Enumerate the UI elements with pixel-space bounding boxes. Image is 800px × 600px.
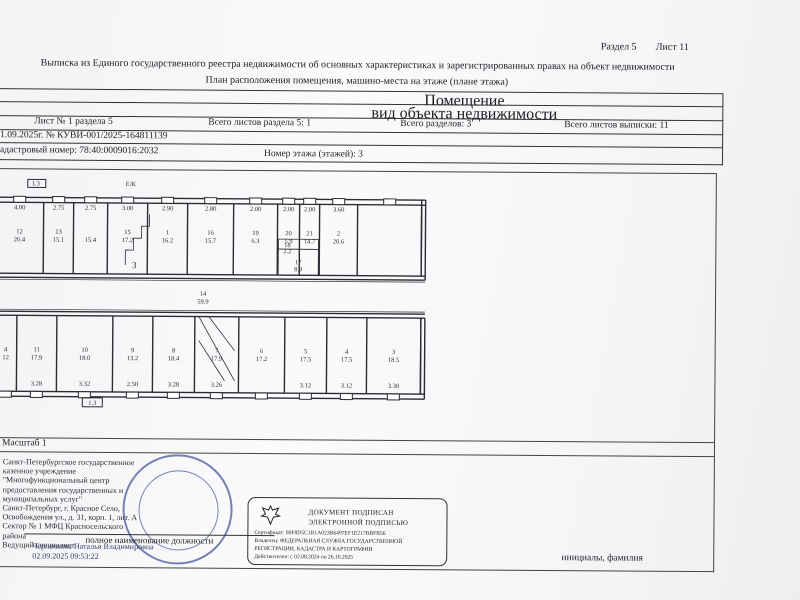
date-number: 1.09.2025г. № КУВИ-001/2025-164811139: [0, 130, 168, 142]
cadastral-number: адастровый номер: 78:40:0009016:2032: [0, 145, 159, 157]
bottom-room-dimension: 3.12: [341, 383, 352, 390]
corridor-number: 14: [200, 291, 207, 298]
stamp-org: Санкт-Петербургское государственное казе…: [2, 457, 135, 504]
document-subtitle: План расположения помещения, машино-мест…: [205, 74, 509, 88]
top-room-area: 26.4: [14, 236, 26, 243]
bottom-room-dimension: 3.26: [211, 382, 223, 389]
bottom-room-number: 6: [260, 348, 264, 355]
bottom-room-dimension: 3.32: [79, 381, 90, 388]
bottom-room-number: 3: [392, 349, 395, 356]
bottom-room-area: 17.5: [341, 357, 352, 364]
bottom-room-number: 7: [215, 348, 219, 355]
top-room-dimension: 2.75: [53, 205, 64, 212]
floor-number: Номер этажа (этажей): 3: [263, 149, 363, 160]
bottom-room-number: 8: [172, 347, 175, 354]
top-room-dimension: 2.00: [283, 206, 294, 213]
bottom-room-dimension: 3.28: [31, 380, 42, 387]
bottom-room-number: 4: [345, 349, 349, 356]
top-room-dimension: 3.60: [333, 207, 344, 214]
bottom-room-dimension: 3.30: [388, 383, 399, 390]
bottom-room-area: 17.9: [31, 354, 42, 361]
top-room-dimension: 2.75: [85, 205, 96, 212]
document-title: Выписка из Единого государственного реес…: [40, 57, 675, 73]
top-room-number: 20: [285, 230, 292, 237]
top-room-area: 14.7: [304, 238, 316, 245]
top-room-area: 15.7: [205, 238, 217, 245]
scale-label: Масштаб 1: [1, 438, 47, 449]
bottom-room-number: 5: [304, 348, 307, 355]
top-room-area: 20.6: [333, 239, 345, 246]
room-17-area: 8.9: [294, 266, 302, 273]
corridor-area: 59.9: [197, 299, 208, 306]
eds-owner-2: РЕГИСТРАЦИИ, КАДАСТРА И КАРТОГРАФИИ: [254, 545, 373, 553]
marker-bottom-left: 1.3: [88, 400, 96, 407]
eds-title-1: ДОКУМЕНТ ПОДПИСАН: [308, 508, 394, 517]
bottom-room-area: 17.9: [211, 356, 222, 363]
room-18-area: 2.2: [283, 248, 291, 255]
bottom-room-number: 9: [131, 347, 134, 354]
marker-top-left: 1.3: [32, 180, 40, 187]
sheet-label: Лист 11: [655, 41, 689, 53]
bottom-room-number: 4: [4, 346, 8, 353]
top-room-number: 2: [337, 231, 340, 238]
top-room-area: 15.4: [85, 237, 97, 244]
top-room-dimension: 2.00: [304, 206, 315, 213]
bottom-room-dimension: 3.28: [168, 381, 179, 388]
bottom-room-area: 17.2: [256, 356, 267, 363]
top-room-dimension: 3.00: [122, 205, 133, 212]
top-room-area: 16.2: [162, 237, 173, 244]
top-room-number: 1: [166, 229, 169, 236]
bottom-room-area: 18.0: [79, 355, 90, 362]
top-room-dimension: 2.80: [205, 206, 216, 213]
bottom-room-area: 12: [2, 354, 9, 361]
bottom-room-dimension: 3.12: [300, 382, 311, 389]
total-sheets-extract: Всего листов выписки: 11: [564, 120, 669, 131]
signer-name: Черненкова Наталья Владимировна: [32, 541, 154, 552]
eds-owner: Владелец: ФЕДЕРАЛЬНАЯ СЛУЖБА ГОСУДАРСТВЕ…: [254, 537, 403, 545]
coat-of-arms-icon: [259, 504, 282, 526]
eds-title-2: ЭЛЕКТРОННОЙ ПОДПИСЬЮ: [308, 518, 409, 528]
top-room-dimension: 4.00: [14, 204, 25, 211]
eds-valid: Действителен: с 02.08.2024 по 26.10.2025: [254, 553, 354, 561]
top-room-area: 17.2: [122, 237, 133, 244]
top-room-number: 15: [124, 229, 131, 236]
total-sections: Всего разделов: 3: [400, 118, 472, 130]
top-room-dimension: 2.90: [162, 205, 173, 212]
initials-caption: инициалы, фамилия: [561, 553, 643, 564]
top-room-area: 15.1: [53, 237, 64, 244]
total-sheets-section: Всего листов раздела 5: 1: [208, 117, 312, 129]
top-room-dimension: 2.00: [250, 206, 261, 213]
section-label: Раздел 5: [600, 41, 637, 53]
top-room-number: 12: [16, 228, 23, 235]
top-room-number: 13: [55, 229, 62, 236]
bottom-room-dimension: 2.50: [127, 381, 138, 388]
signer-datetime: 02.09.2025 09:53:22: [32, 551, 99, 561]
room-18-number: 18: [284, 242, 291, 249]
top-room-number: 16: [207, 230, 214, 237]
marker-top-mid: Е/К: [126, 181, 137, 188]
electronic-signature-stamp: ДОКУМЕНТ ПОДПИСАН ЭЛЕКТРОННОЙ ПОДПИСЬЮ С…: [247, 496, 448, 567]
bottom-room-number: 11: [33, 346, 39, 353]
sheet-of-section: Лист № 1 раздела 5: [34, 116, 113, 127]
stamp-address: Санкт-Петербург, г. Красное Село, Освобо…: [2, 503, 138, 523]
bottom-room-area: 18.5: [388, 357, 399, 364]
room-17-number: 17: [295, 259, 302, 266]
stair-number: 3: [132, 260, 137, 270]
bottom-room-area: 17.5: [300, 356, 311, 363]
top-room-area: 6.3: [251, 238, 259, 245]
floor-plan: 1226.44.001315.12.7515.42.751517.23.0011…: [0, 178, 427, 408]
eds-cert: Сертификат: 00F8D5C1B1A023B6497EF1E217BB…: [254, 529, 386, 537]
top-room-number: 19: [252, 230, 259, 237]
bottom-room-number: 10: [81, 347, 88, 354]
top-room-number: 21: [306, 230, 313, 237]
top-room-area: 5.9: [284, 238, 292, 245]
bottom-room-area: 13.2: [127, 355, 138, 362]
bottom-room-area: 18.4: [168, 355, 180, 362]
